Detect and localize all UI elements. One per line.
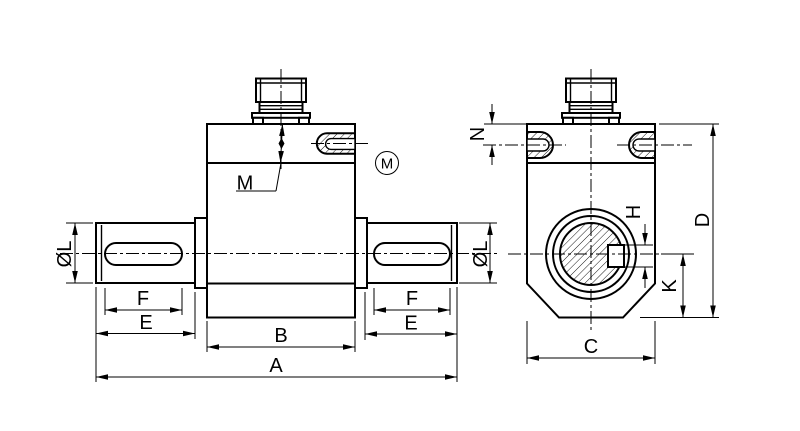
thread-callout-label: M: [381, 156, 394, 173]
dimension-lines: [72, 104, 716, 380]
dim-label-k: K: [659, 279, 681, 293]
dim-label-f-left: F: [137, 288, 149, 310]
dim-label-n: N: [467, 127, 489, 141]
m-dim-leader: [236, 138, 285, 192]
bore-keyway: [607, 244, 625, 268]
dimension-system: M A B C E F E F M ØL ØL N D K H: [54, 104, 719, 382]
dim-label-h: H: [623, 205, 645, 219]
dim-label-d: D: [692, 213, 714, 227]
dimension-labels: A B C E F E F M ØL ØL N D K H: [54, 127, 714, 377]
dim-label-a: A: [269, 355, 283, 377]
dim-label-dia-l-left: ØL: [54, 241, 76, 268]
side-body: [526, 123, 656, 319]
dim-label-b: B: [274, 325, 287, 347]
front-view: [95, 77, 458, 319]
dim-label-c: C: [584, 336, 598, 358]
dim-label-f-right: F: [406, 288, 418, 310]
dim-label-m: M: [237, 173, 254, 195]
dim-label-e-right: E: [404, 313, 417, 335]
dim-label-e-left: E: [139, 312, 152, 334]
callout-circle: [375, 151, 399, 175]
m-diamond-marker: [278, 138, 285, 149]
dim-label-dia-l-right: ØL: [470, 241, 492, 268]
thread-callout-badge: M: [375, 151, 399, 175]
